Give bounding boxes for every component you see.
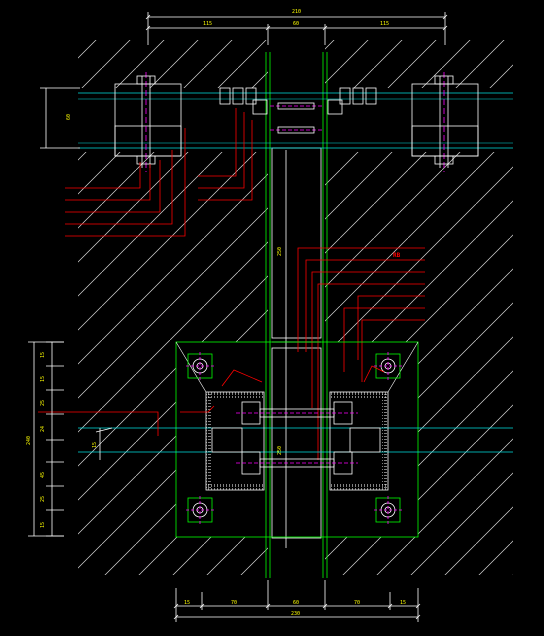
central-mullion bbox=[265, 52, 328, 578]
dim-left-seg: 24 bbox=[40, 426, 46, 432]
hex-nut-icon bbox=[434, 75, 454, 85]
dim-bottom-seg: 70 bbox=[354, 600, 360, 606]
dim-bottom-seg: 15 bbox=[400, 600, 406, 606]
dim-top-total: 210 bbox=[292, 9, 301, 15]
left-upper-dimension bbox=[40, 87, 80, 149]
left-dimension-column bbox=[28, 341, 113, 537]
top-bolt-group bbox=[219, 87, 377, 134]
dim-left-seg: 45 bbox=[40, 472, 46, 478]
dim-top-left: 115 bbox=[203, 21, 212, 27]
dim-left-seg: 25 bbox=[40, 496, 46, 502]
hex-nut-icon bbox=[434, 155, 454, 165]
dim-left-total: 240 bbox=[26, 436, 32, 445]
dim-top-mid: 60 bbox=[293, 21, 299, 27]
dim-left-upper: 60 bbox=[66, 114, 72, 120]
dim-vertical-mid: 250 bbox=[277, 247, 283, 256]
dim-bottom-total: 230 bbox=[291, 611, 300, 617]
anchor-bolts bbox=[186, 352, 402, 524]
weld-symbol-icon bbox=[38, 365, 385, 436]
right-leaders bbox=[297, 247, 425, 460]
mullion-lower-body bbox=[271, 347, 322, 539]
left-anchor-block bbox=[114, 72, 182, 172]
lower-connection-plate bbox=[78, 341, 513, 538]
dim-left-small: 15 bbox=[92, 442, 98, 448]
top-dimension-lines bbox=[145, 12, 448, 45]
dim-top-right: 115 bbox=[380, 21, 389, 27]
dim-left-seg: 15 bbox=[40, 352, 46, 358]
upper-left-leaders bbox=[65, 108, 253, 237]
dim-vertical-lower: 250 bbox=[277, 446, 283, 455]
dim-bottom-seg: 70 bbox=[231, 600, 237, 606]
dim-left-seg: 15 bbox=[40, 376, 46, 382]
hex-nut-icon bbox=[136, 155, 156, 165]
right-anchor-block bbox=[411, 72, 479, 172]
red-annotation-label: RB bbox=[393, 252, 401, 259]
hex-nut-icon bbox=[136, 75, 156, 85]
dim-left-seg: 15 bbox=[40, 522, 46, 528]
bottom-dimension-lines bbox=[173, 580, 421, 622]
dim-bottom-seg: 60 bbox=[293, 600, 299, 606]
through-bolts bbox=[236, 401, 358, 475]
dim-bottom-seg: 15 bbox=[184, 600, 190, 606]
top-beam bbox=[78, 92, 513, 149]
dim-left-seg: 25 bbox=[40, 400, 46, 406]
